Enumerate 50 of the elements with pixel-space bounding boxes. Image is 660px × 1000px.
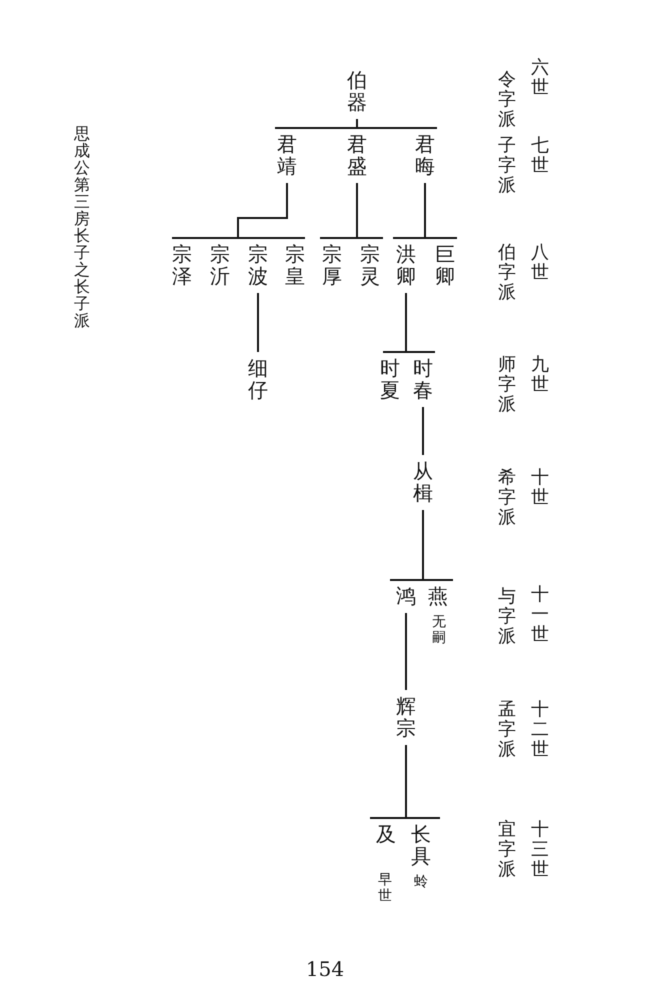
generation-name-label: 令字派: [498, 70, 516, 130]
generation-label: 八世: [530, 243, 550, 283]
page-number: 154: [306, 958, 344, 980]
note-text: 无嗣: [432, 614, 446, 646]
person-name: 细仔: [246, 352, 270, 407]
person-name: 辉宗: [394, 690, 418, 745]
note-text: 蛉: [414, 874, 428, 890]
generation-name-label: 孟字派: [498, 700, 516, 760]
person-name: 时夏: [378, 352, 402, 407]
person-name: 伯器: [346, 64, 368, 119]
generation-label: 十世: [530, 468, 550, 508]
generation-name-label: 师字派: [498, 355, 516, 415]
tree-line: [274, 119, 358, 129]
person-name: 君晦: [414, 128, 436, 183]
tree-line: [389, 510, 424, 581]
generation-label: 十二世: [530, 700, 550, 760]
generation-name-label: 子字派: [498, 136, 516, 196]
tree-line: [405, 613, 407, 690]
person-name: 君靖: [276, 128, 298, 183]
generation-name-label: 希字派: [498, 468, 516, 528]
person-name: 从楫: [412, 455, 434, 510]
generation-name-label: 与字派: [498, 587, 516, 647]
person-name: 宗波: [246, 238, 270, 293]
person-name: 宗泽: [170, 238, 194, 293]
person-name: 巨卿: [434, 238, 456, 293]
tree-line: [257, 293, 259, 352]
generation-name-label: 伯字派: [498, 243, 516, 303]
tree-line: [171, 183, 288, 239]
person-name: 君盛: [346, 128, 368, 183]
generation-label: 十三世: [530, 820, 550, 880]
person-name: 宗皇: [284, 238, 306, 293]
generation-label: 十一世: [530, 585, 550, 645]
person-name: 鸿: [394, 580, 418, 613]
tree-line: [422, 407, 424, 455]
person-name: 宗厚: [320, 238, 344, 293]
person-name: 长具: [410, 818, 432, 873]
generation-label: 六世: [530, 58, 550, 98]
person-name: 及: [374, 818, 398, 851]
tree-line: [369, 745, 407, 819]
generation-label: 九世: [530, 355, 550, 395]
person-name: 燕: [426, 580, 450, 613]
person-name: 洪卿: [394, 238, 418, 293]
person-name: 宗灵: [358, 238, 382, 293]
person-name: 宗沂: [208, 238, 232, 293]
title: 思成公第三房长子之长子派: [74, 125, 90, 329]
tree-line: [319, 183, 358, 239]
generation-label: 七世: [530, 136, 550, 176]
note-text: 早世: [378, 872, 392, 904]
person-name: 时春: [412, 352, 434, 407]
generation-name-label: 宜字派: [498, 820, 516, 880]
